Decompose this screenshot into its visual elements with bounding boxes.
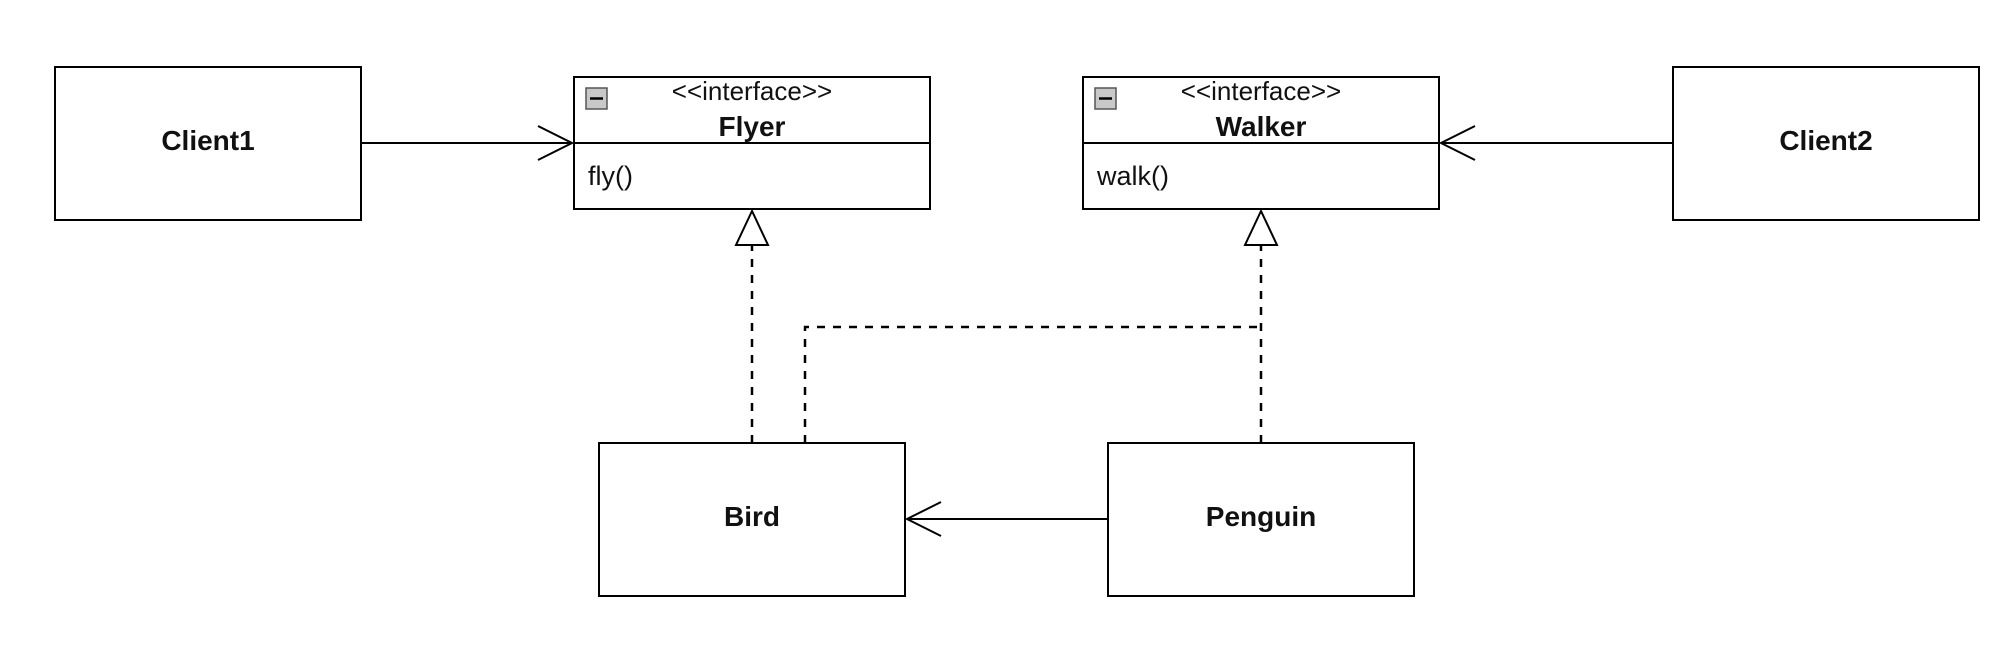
interface-flyer-name: Flyer (719, 111, 786, 142)
association-penguin-bird (904, 501, 1108, 537)
realization-arrowhead (1243, 208, 1279, 246)
class-bird-name: Bird (724, 501, 780, 532)
class-client2-box[interactable] (1672, 66, 1980, 221)
realization-arrowhead (734, 208, 770, 246)
realization-bird-walker (803, 325, 1261, 443)
class-client2-name: Client2 (1779, 125, 1872, 156)
class-client1-name: Client1 (161, 125, 254, 156)
collapse-minus-icon[interactable] (585, 87, 608, 110)
association-client2-walker (1438, 125, 1673, 161)
association-client1-flyer (361, 125, 575, 161)
class-client2[interactable]: Client2 (1672, 66, 1980, 221)
class-bird[interactable]: Bird (598, 442, 906, 597)
class-penguin[interactable]: Penguin (1107, 442, 1415, 597)
class-client1-box[interactable] (54, 66, 362, 221)
collapse-minus-icon[interactable] (1094, 87, 1117, 110)
realization-penguin-walker (1243, 208, 1279, 443)
interface-flyer-stereotype: <<interface>> (672, 76, 832, 106)
class-penguin-name: Penguin (1206, 501, 1316, 532)
interface-flyer-method: fly() (588, 161, 633, 191)
interface-walker[interactable]: <<interface>> Walker walk() (1082, 76, 1440, 210)
interface-walker-method: walk() (1096, 161, 1169, 191)
class-client1[interactable]: Client1 (54, 66, 362, 221)
interface-flyer[interactable]: <<interface>> Flyer fly() (573, 76, 931, 210)
interface-walker-stereotype: <<interface>> (1181, 76, 1341, 106)
realization-bird-flyer (734, 208, 770, 443)
interface-walker-name: Walker (1216, 111, 1307, 142)
class-bird-box[interactable] (598, 442, 906, 597)
class-penguin-box[interactable] (1107, 442, 1415, 597)
